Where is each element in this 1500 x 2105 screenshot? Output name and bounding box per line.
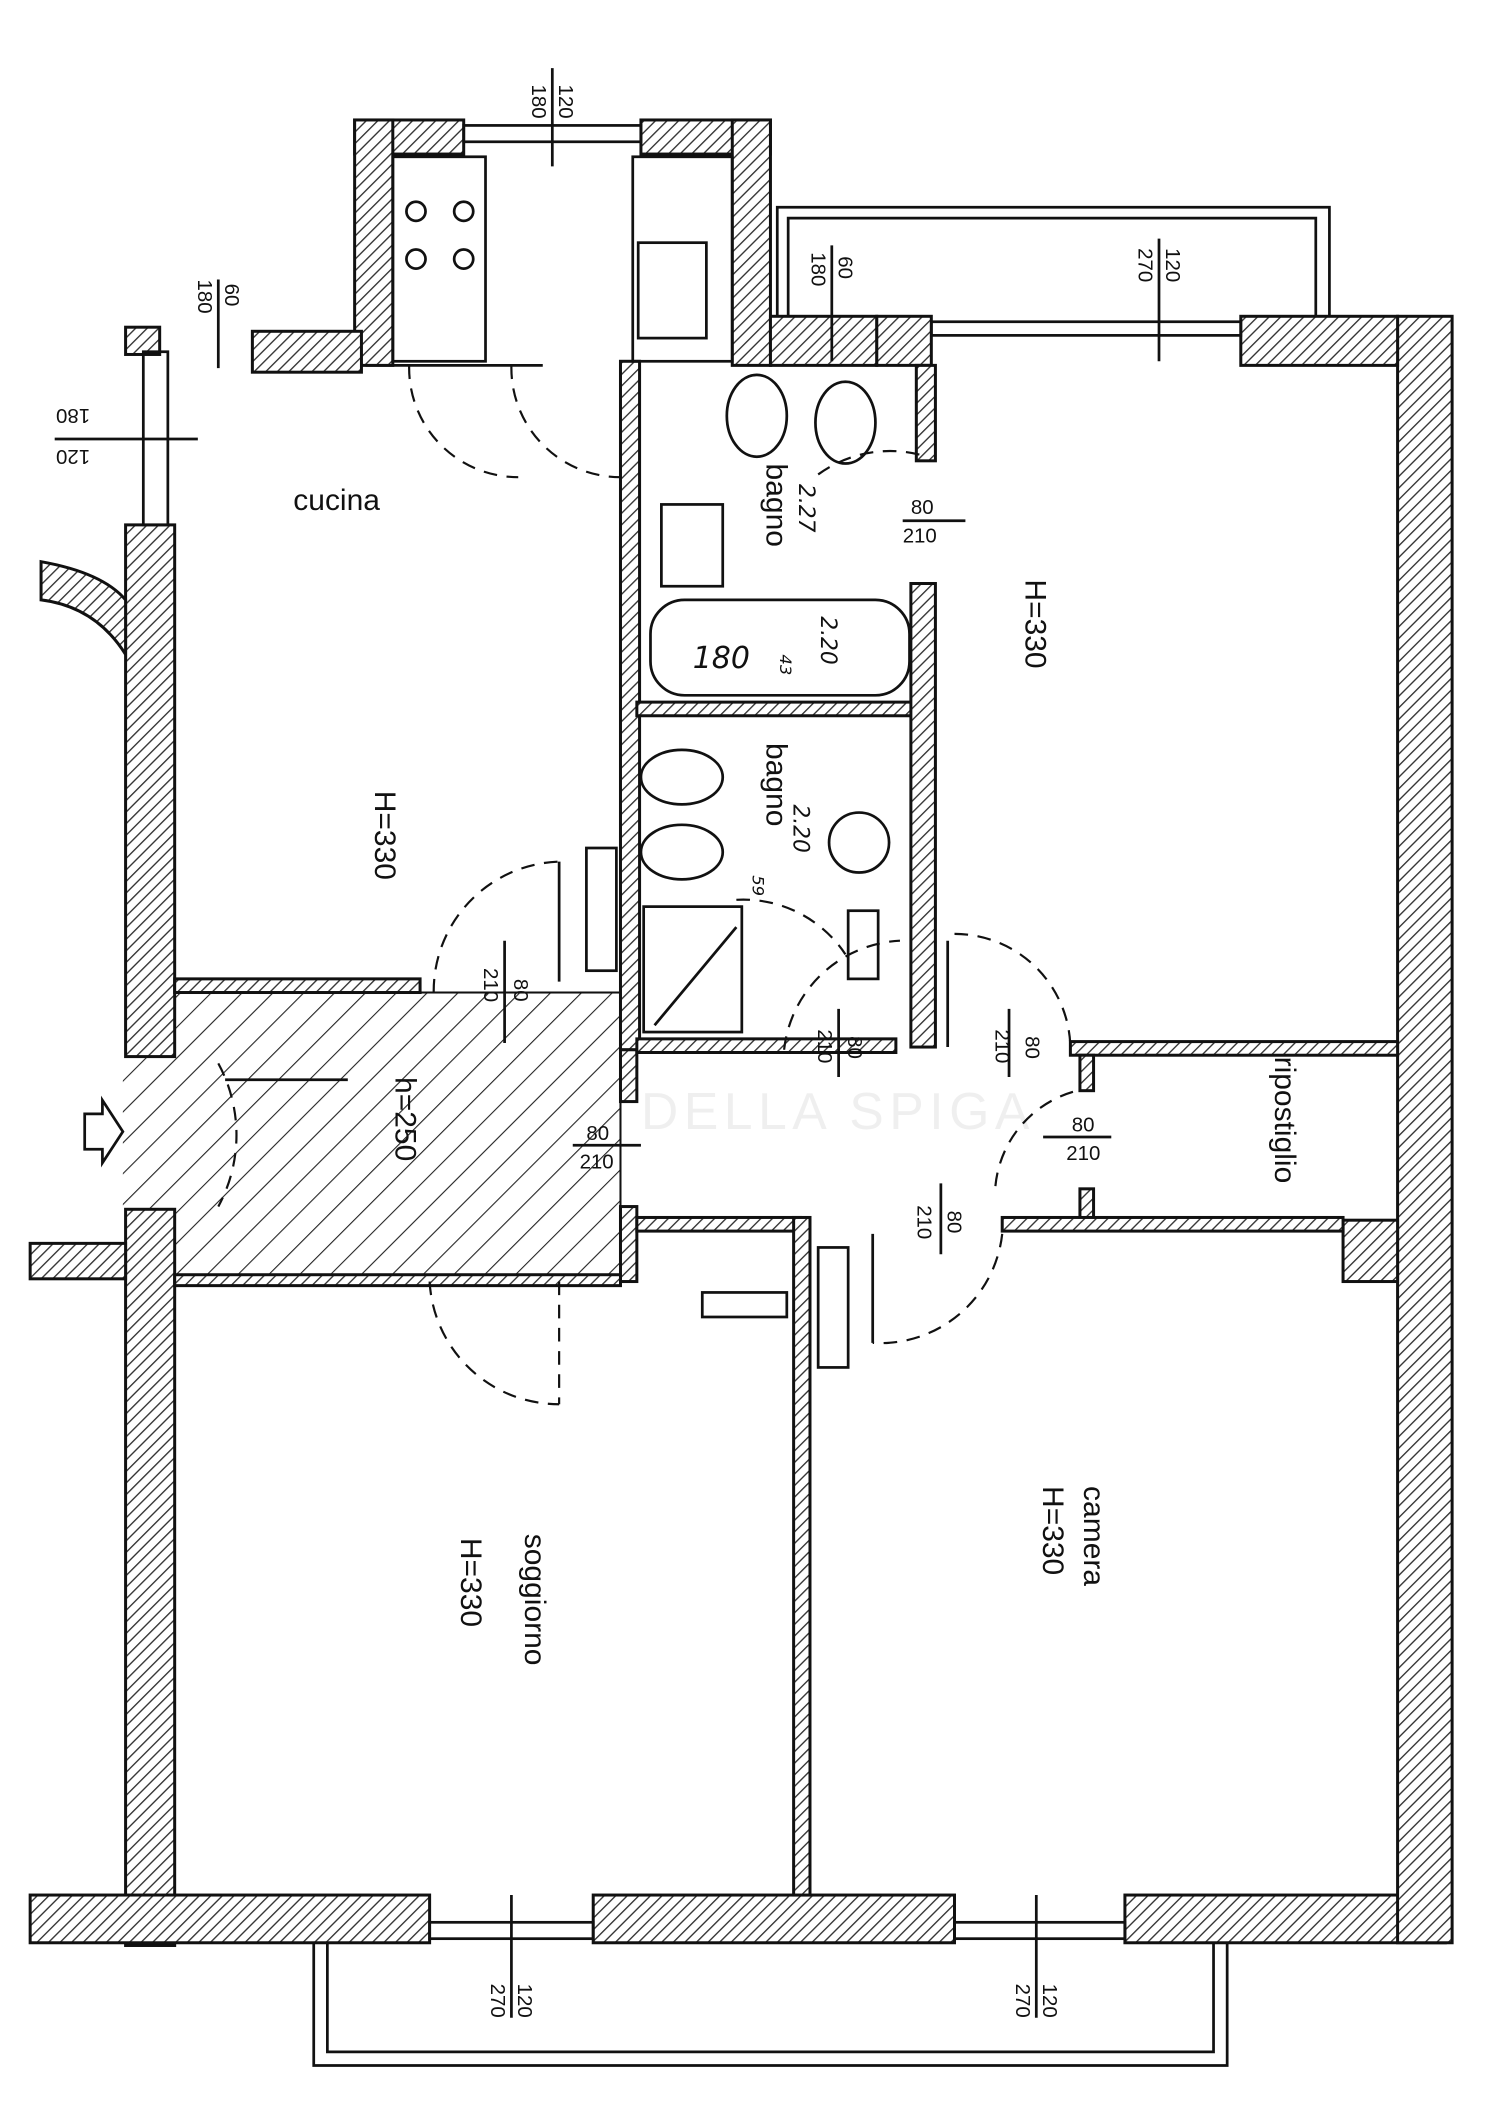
svg-text:120: 120 [1161, 248, 1184, 282]
svg-text:270: 270 [1011, 1984, 1034, 2018]
svg-text:80: 80 [1072, 1114, 1095, 1137]
svg-text:180: 180 [693, 641, 750, 676]
svg-text:210: 210 [1066, 1142, 1100, 1165]
room-label-cucina: cucina [293, 484, 380, 517]
svg-text:2.27: 2.27 [793, 484, 818, 533]
bathroom-fixtures [639, 373, 928, 1034]
svg-text:2.20: 2.20 [788, 804, 813, 853]
svg-text:2.20: 2.20 [815, 616, 840, 665]
svg-text:180: 180 [806, 252, 829, 286]
interior-walls [173, 359, 1400, 1897]
svg-text:80: 80 [586, 1122, 609, 1145]
svg-text:120: 120 [513, 1984, 536, 2018]
kitchen-fixtures [365, 155, 734, 479]
doors [83, 860, 1078, 1406]
svg-text:80: 80 [843, 1036, 866, 1059]
balcony-top [775, 205, 1331, 317]
room-label-bagno-1: bagno [759, 464, 792, 547]
svg-text:210: 210 [479, 968, 502, 1002]
room-label-camera: camera [1077, 1486, 1110, 1586]
svg-text:80: 80 [1020, 1036, 1043, 1059]
svg-text:270: 270 [1134, 248, 1157, 282]
balcony-bottom [312, 1942, 1229, 2067]
svg-text:180: 180 [527, 85, 550, 119]
svg-text:210: 210 [580, 1150, 614, 1173]
svg-text:43: 43 [776, 654, 795, 675]
room-label-bagno-2: bagno [759, 743, 792, 826]
svg-text:210: 210 [913, 1205, 936, 1239]
exterior-walls [28, 118, 1454, 1947]
room-label-soggiorno: soggiorno [518, 1534, 551, 1666]
svg-text:180: 180 [193, 279, 216, 313]
svg-text:210: 210 [903, 525, 937, 548]
svg-text:80: 80 [911, 496, 934, 519]
svg-text:80: 80 [943, 1211, 966, 1234]
svg-text:60: 60 [834, 256, 857, 279]
bedroom-height: H=330 [1036, 1486, 1069, 1575]
svg-text:120: 120 [554, 85, 577, 119]
window-dimensions: 120 180 60 180 180 120 60 180 120 270 12… [54, 68, 1184, 2018]
svg-text:270: 270 [486, 1984, 509, 2018]
svg-text:59: 59 [749, 875, 768, 896]
corridor-hatched-zone [173, 991, 622, 1283]
kitchen-height: H=330 [368, 791, 401, 880]
bedroom-top-height: H=330 [1018, 579, 1051, 668]
svg-text:80: 80 [509, 979, 532, 1002]
svg-text:60: 60 [220, 284, 243, 307]
handwritten-notes: 2.27 180 2.20 43 2.20 59 [693, 484, 840, 896]
svg-text:120: 120 [1038, 1984, 1061, 2018]
door-dimensions: 80 210 80 210 80 210 80 210 80 210 80 21… [479, 496, 1112, 1255]
svg-text:120: 120 [56, 445, 90, 468]
entrance-arrow-icon [83, 1095, 125, 1168]
watermark: DELLA SPIGA [641, 1082, 1035, 1140]
room-label-ripostiglio: ripostiglio [1268, 1057, 1301, 1184]
svg-text:180: 180 [56, 404, 90, 427]
svg-text:210: 210 [813, 1029, 836, 1063]
radiators [585, 846, 880, 1369]
corridor-height: h=250 [389, 1077, 422, 1161]
svg-text:210: 210 [990, 1029, 1013, 1063]
living-height: H=330 [454, 1538, 487, 1627]
